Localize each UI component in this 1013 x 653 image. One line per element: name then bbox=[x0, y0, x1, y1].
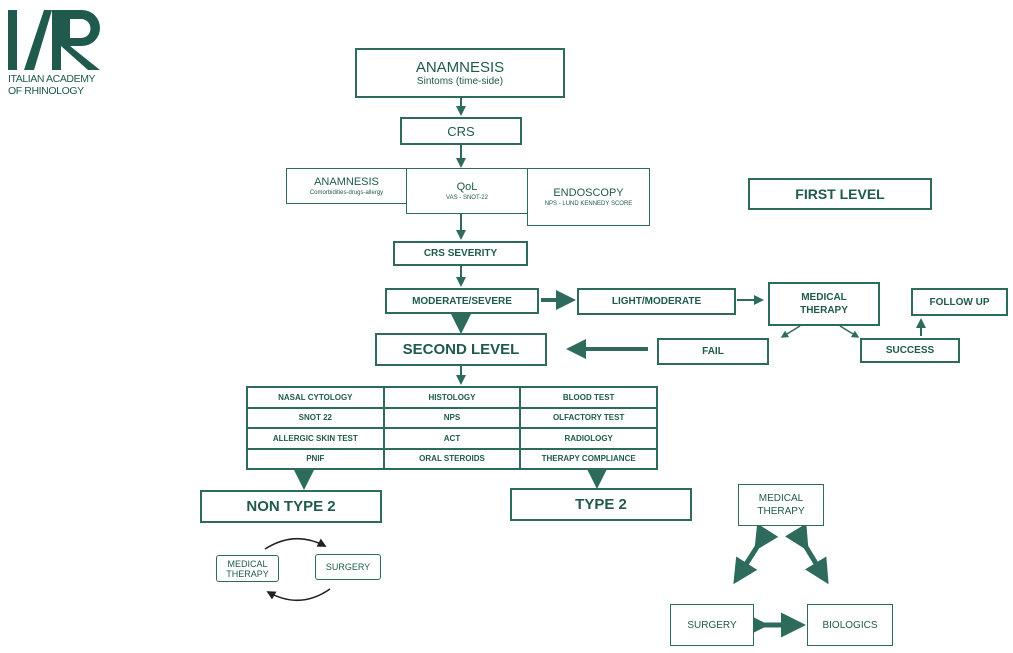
anamnesis-top-box: ANAMNESIS Sintoms (time-side) bbox=[355, 48, 565, 98]
second-level-box: SECOND LEVEL bbox=[375, 333, 547, 366]
test-cell: ORAL STEROIDS bbox=[383, 448, 521, 469]
endoscopy-box: ENDOSCOPY NPS - LUND KENNEDY SCORE bbox=[527, 168, 650, 226]
test-cell: ACT bbox=[383, 428, 521, 449]
endoscopy-subtitle: NPS - LUND KENNEDY SCORE bbox=[544, 201, 633, 207]
test-cell: ALLERGIC SKIN TEST bbox=[247, 428, 384, 449]
fail-box: FAIL bbox=[657, 338, 769, 365]
test-cell: NASAL CYTOLOGY bbox=[247, 387, 384, 408]
iar-logo-mark bbox=[8, 10, 100, 70]
qol-title: QoL bbox=[456, 181, 478, 193]
test-cell: NPS bbox=[383, 407, 521, 428]
type-2-box: TYPE 2 bbox=[510, 488, 692, 521]
iar-logo: ITALIAN ACADEMY OF RHINOLOGY bbox=[4, 6, 109, 106]
endoscopy-title: ENDOSCOPY bbox=[553, 187, 624, 199]
light-moderate-box: LIGHT/MODERATE bbox=[577, 288, 736, 315]
medical-therapy-small-box: MEDICAL THERAPY bbox=[216, 555, 279, 582]
anamnesis-top-subtitle: Sintoms (time-side) bbox=[416, 76, 504, 87]
surgery-triangle-box: SURGERY bbox=[670, 604, 754, 646]
first-level-box: FIRST LEVEL bbox=[748, 178, 932, 210]
success-box: SUCCESS bbox=[860, 338, 960, 363]
anamnesis-left-subtitle: Comorbidities-drugs-allergy bbox=[309, 190, 384, 196]
second-level-tests-grid: NASAL CYTOLOGY HISTOLOGY BLOOD TEST SNOT… bbox=[246, 386, 658, 470]
test-cell: THERAPY COMPLIANCE bbox=[520, 448, 657, 469]
test-cell: HISTOLOGY bbox=[383, 387, 521, 408]
anamnesis-top-title: ANAMNESIS bbox=[415, 59, 505, 76]
moderate-severe-box: MODERATE/SEVERE bbox=[385, 288, 539, 314]
non-type-2-box: NON TYPE 2 bbox=[200, 490, 382, 523]
test-cell: SNOT 22 bbox=[247, 407, 384, 428]
logo-line-1: ITALIAN ACADEMY bbox=[8, 73, 96, 85]
anamnesis-left-box: ANAMNESIS Comorbidities-drugs-allergy bbox=[286, 168, 407, 204]
logo-line-2: OF RHINOLOGY bbox=[8, 85, 84, 97]
surgery-small-box: SURGERY bbox=[315, 554, 381, 580]
test-cell: BLOOD TEST bbox=[520, 387, 657, 408]
follow-up-box: FOLLOW UP bbox=[911, 288, 1008, 316]
medical-therapy-box: MEDICAL THERAPY bbox=[768, 282, 880, 326]
cycle-arrow-top bbox=[264, 537, 327, 550]
test-cell: PNIF bbox=[247, 448, 384, 469]
test-cell: OLFACTORY TEST bbox=[520, 407, 657, 428]
qol-subtitle: VAS - SNOT-22 bbox=[446, 195, 488, 201]
arrow-medical-fail bbox=[780, 325, 801, 338]
cycle-arrow-bottom bbox=[266, 588, 331, 602]
crs-box: CRS bbox=[400, 117, 522, 145]
arrow-medical-success bbox=[839, 325, 860, 338]
double-arrow-medical-surgery bbox=[733, 523, 779, 585]
crs-severity-box: CRS SEVERITY bbox=[393, 241, 528, 266]
medical-therapy-triangle-box: MEDICAL THERAPY bbox=[738, 484, 824, 526]
anamnesis-left-title: ANAMNESIS bbox=[314, 176, 379, 188]
biologics-box: BIOLOGICS bbox=[807, 604, 893, 646]
qol-box: QoL VAS - SNOT-22 bbox=[406, 168, 528, 214]
test-cell: RADIOLOGY bbox=[520, 428, 657, 449]
double-arrow-medical-biologics bbox=[784, 523, 829, 585]
